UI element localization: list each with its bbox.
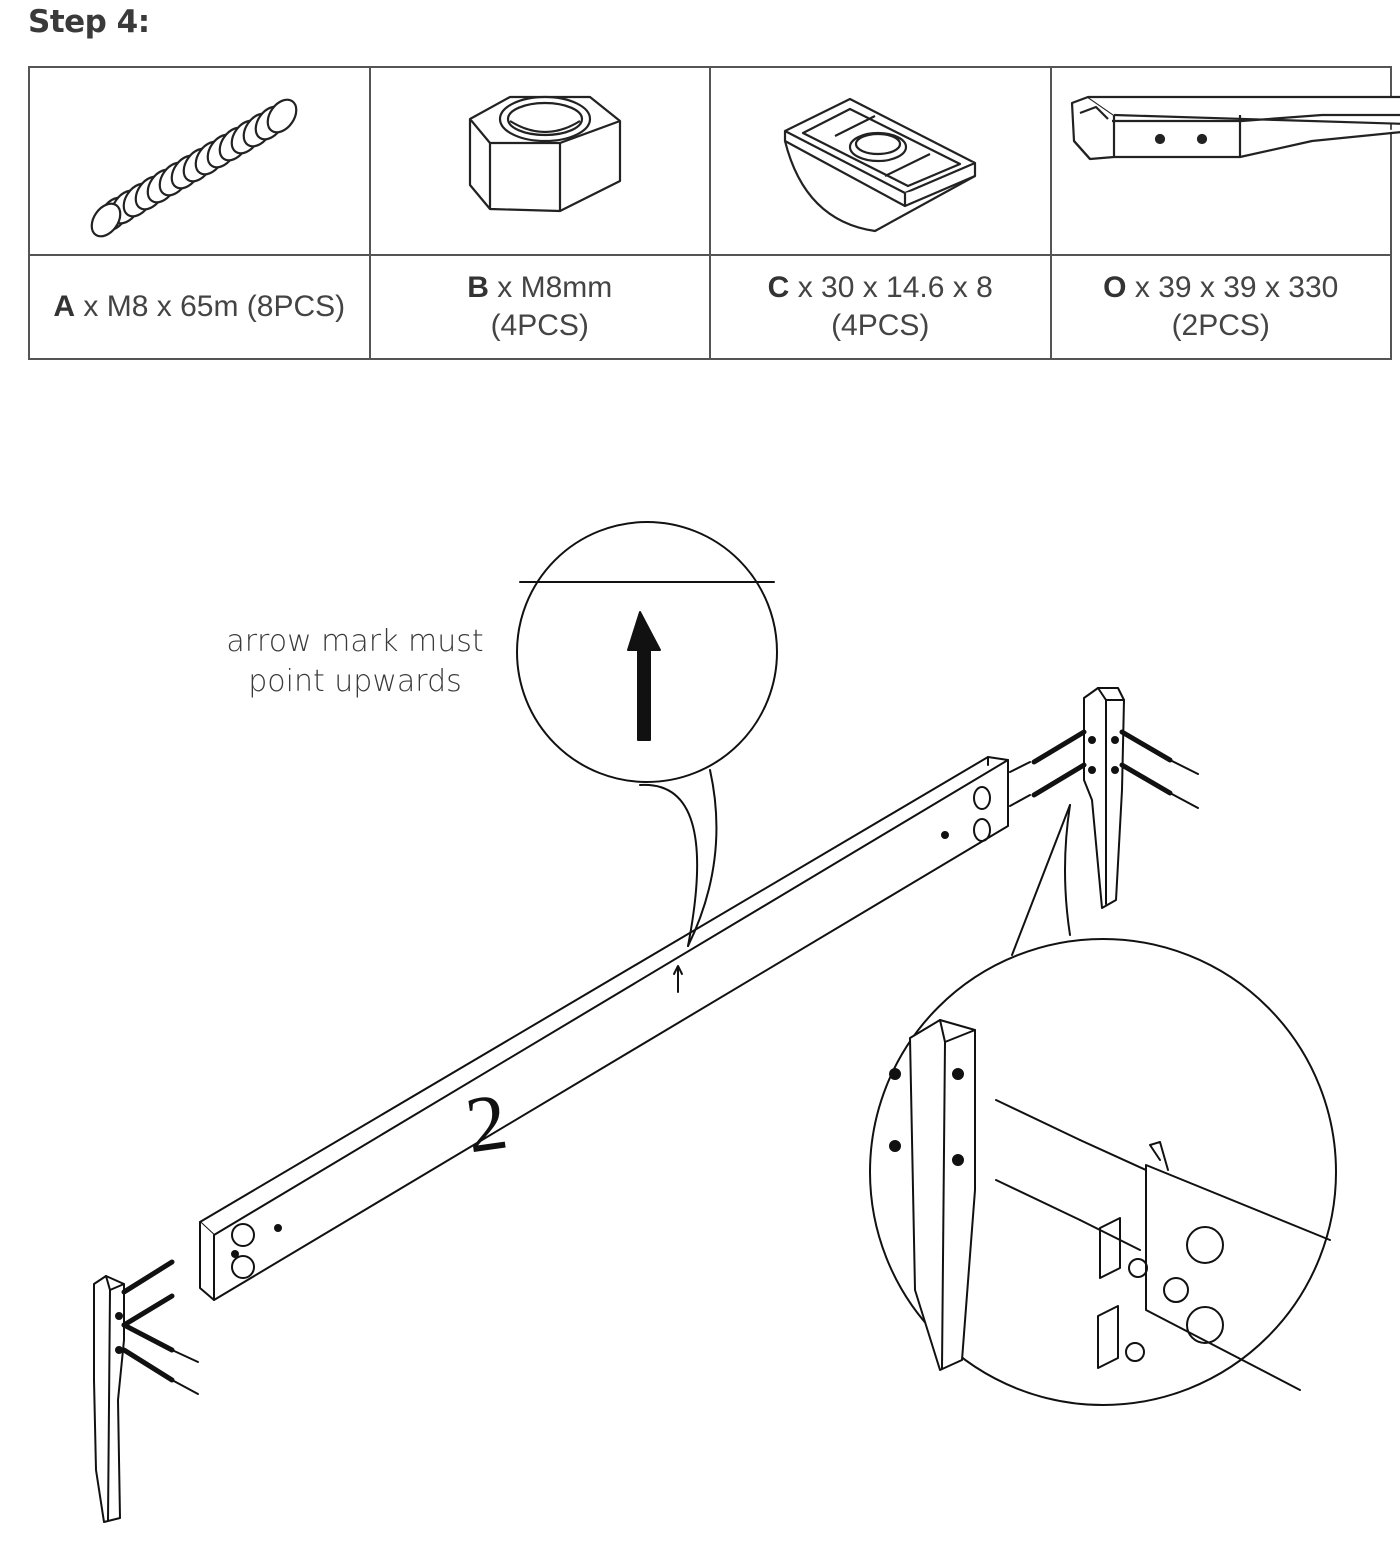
threaded-bolt-icon	[90, 98, 298, 238]
step-title: Step 4:	[28, 4, 150, 40]
arrow-callout	[516, 521, 778, 947]
part-b-label: B x M8mm (4PCS)	[368, 254, 711, 360]
detail-callout	[869, 804, 1337, 1406]
left-leg-post	[93, 1259, 199, 1523]
part-a-letter: A	[53, 290, 76, 323]
part-b-spec: x M8mm	[497, 271, 613, 304]
part-b-letter: B	[467, 271, 489, 304]
right-leg-post	[1009, 687, 1199, 909]
part-c-qty: (4PCS)	[831, 309, 930, 342]
assembly-diagram: 2	[93, 521, 1337, 1523]
leg-post-icon	[1070, 95, 1400, 161]
part-c-letter: C	[767, 271, 790, 304]
rail-number: 2	[461, 1078, 513, 1171]
part-c-spec: x 30 x 14.6 x 8	[797, 271, 993, 304]
part-a-image-cell	[28, 66, 371, 256]
part-o-spec: x 39 x 39 x 330 (2PCS)	[1134, 271, 1339, 342]
part-o-image-cell	[1049, 66, 1400, 256]
part-o-letter: O	[1103, 271, 1127, 304]
bracket-block-icon	[784, 97, 977, 233]
side-rail	[199, 756, 1009, 1301]
arrow-note: arrow mark must point upwards	[226, 624, 484, 699]
parts-table: A x M8 x 65m (8PCS) B x M8mm (4PCS) C x 3…	[28, 66, 1400, 360]
part-a-spec: x M8 x 65m (8PCS)	[83, 290, 346, 323]
part-b-qty: (4PCS)	[490, 309, 589, 342]
rail-arrow-mark	[673, 965, 683, 993]
hex-nut-icon	[468, 95, 621, 213]
part-c-label: C x 30 x 14.6 x 8 (4PCS)	[709, 254, 1052, 360]
part-o-label: O x 39 x 39 x 330 (2PCS)	[1049, 254, 1392, 360]
part-b-image-cell	[368, 66, 711, 256]
part-a-label: A x M8 x 65m (8PCS)	[28, 254, 371, 360]
part-c-image-cell	[709, 66, 1052, 256]
